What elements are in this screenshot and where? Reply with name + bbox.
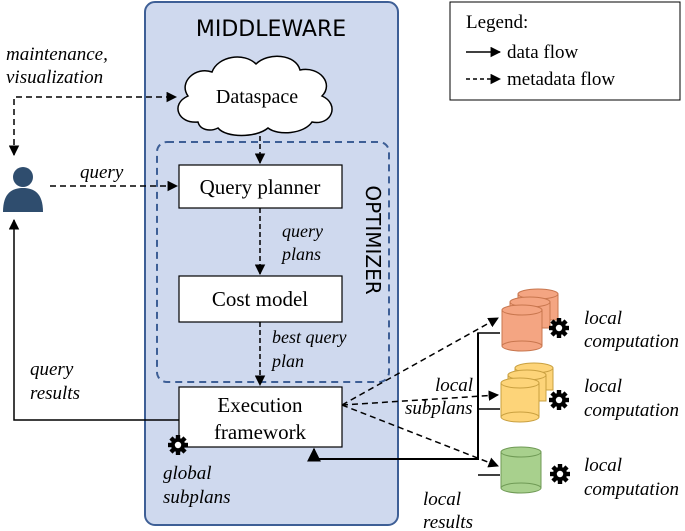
legend-data-flow-label: data flow <box>507 42 579 63</box>
visualization-label: visualization <box>6 67 103 88</box>
local-computation-orange-2: computation <box>584 331 679 352</box>
cost-model-box <box>178 275 343 323</box>
local-computation-yellow-1: local <box>584 376 622 397</box>
best-query-plan-label-1: best query <box>272 327 346 347</box>
legend-title: Legend: <box>466 12 528 33</box>
database-yellow <box>500 362 554 423</box>
query-plans-label-1: query <box>282 221 323 241</box>
maintenance-arrow <box>8 91 178 157</box>
local-subplans-label-2: subplans <box>405 398 473 419</box>
local-gear-icon-green <box>550 464 570 484</box>
query-planner-label: Query planner <box>200 175 321 199</box>
local-gear-icon-yellow <box>549 390 569 410</box>
local-results-label-2: results <box>423 512 473 531</box>
execution-label-line2: framework <box>214 420 307 444</box>
query-results-label-1: query <box>30 359 74 380</box>
local-computation-orange-1: local <box>584 308 622 329</box>
global-subplans-label-1: global <box>163 463 212 484</box>
subplan-arrow-yellow <box>341 390 500 406</box>
local-gear-icon-orange <box>549 318 569 338</box>
legend-box <box>449 1 681 101</box>
optimizer-title: OPTIMIZER <box>361 185 385 294</box>
maintenance-label: maintenance, <box>6 44 108 65</box>
middleware-title: MIDDLEWARE <box>196 17 346 42</box>
local-results-bracket <box>477 332 500 476</box>
legend-metadata-flow-label: metadata flow <box>507 69 615 90</box>
local-computation-green-2: computation <box>584 479 679 500</box>
database-green <box>500 446 542 494</box>
local-results-label-1: local <box>423 489 461 510</box>
user-icon <box>3 167 43 212</box>
local-results-arrow <box>307 333 479 462</box>
best-query-plan-label-2: plan <box>270 351 304 371</box>
database-orange <box>501 288 559 352</box>
local-computation-yellow-2: computation <box>584 400 679 421</box>
query-results-arrow <box>8 218 179 421</box>
query-plans-label-2: plans <box>280 244 321 264</box>
query-label: query <box>80 162 124 183</box>
cost-model-label: Cost model <box>212 287 308 311</box>
local-subplans-label-1: local <box>435 375 473 396</box>
optimizer-box <box>156 141 390 383</box>
execution-framework-box <box>178 386 343 448</box>
subplan-arrow-green <box>341 404 499 468</box>
global-gear-icon <box>168 435 188 455</box>
dataspace-cloud <box>177 55 333 137</box>
execution-label-line1: Execution <box>217 393 303 417</box>
dataspace-label: Dataspace <box>216 86 298 108</box>
global-subplans-label-2: subplans <box>163 487 231 508</box>
local-computation-green-1: local <box>584 455 622 476</box>
query-results-label-2: results <box>30 383 80 404</box>
